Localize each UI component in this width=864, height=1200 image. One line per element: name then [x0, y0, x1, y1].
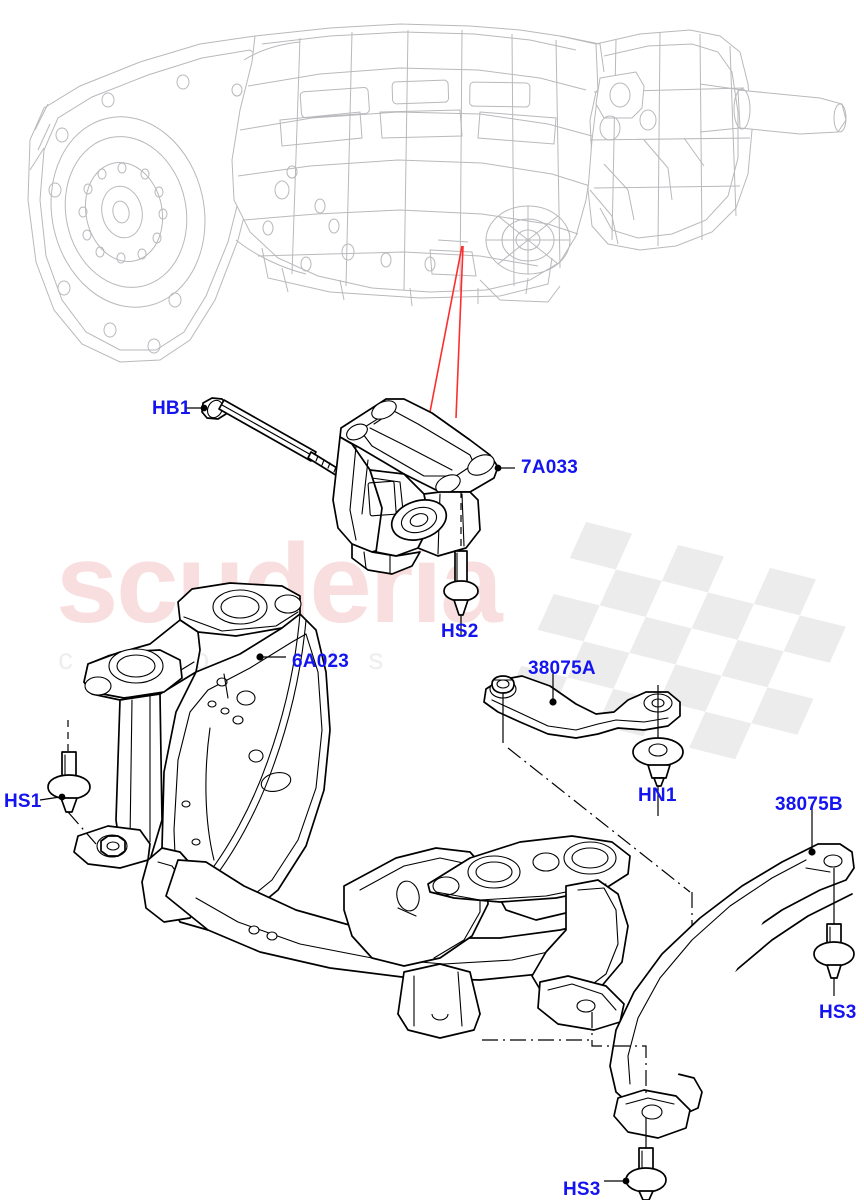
callout-label-hn1: HN1 [638, 785, 677, 806]
assembly-alignment-lines [482, 1012, 647, 1094]
callout-label-38075a: 38075A [528, 658, 596, 679]
callout-label-hs3-bottom: HS3 [563, 1179, 601, 1200]
tie-bar-rear-38075b [609, 810, 855, 1139]
callout-label-hs3-right: HS3 [819, 1002, 857, 1023]
callout-label-hb1: HB1 [152, 398, 191, 419]
transmission-crossmember-6a023 [73, 582, 631, 1039]
callout-label-38075b: 38075B [775, 794, 843, 815]
automatic-transmission-assembly [27, 23, 847, 363]
crossmember-bolt-hs1 [39, 720, 97, 845]
callout-label-hs1: HS1 [4, 791, 42, 812]
callout-lines-red [429, 245, 464, 419]
tie-bar-bolt-hs3-right [813, 868, 855, 996]
tie-bar-front-38075a [483, 670, 693, 1010]
callout-label-6a023: 6A023 [292, 651, 349, 672]
callout-label-7a033: 7A033 [521, 457, 578, 478]
flange-nut-hn1 [632, 685, 684, 816]
callout-label-hs2: HS2 [441, 621, 479, 642]
transmission-mount-7a033 [332, 398, 515, 575]
stud-bolt-hs2 [443, 491, 479, 636]
tie-bar-bolt-hs3-bottom [604, 1118, 667, 1200]
